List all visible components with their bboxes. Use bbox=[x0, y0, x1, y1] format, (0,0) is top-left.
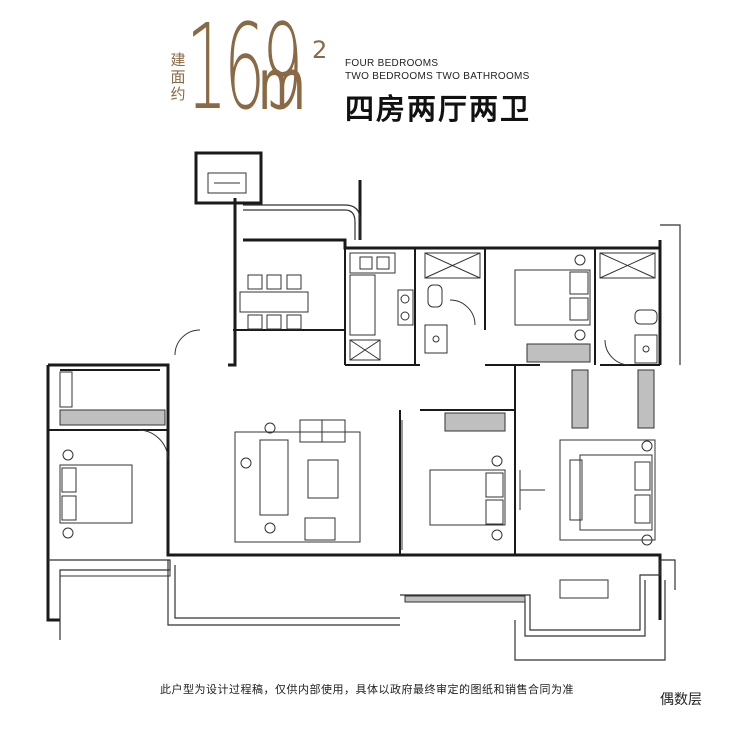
living-room bbox=[174, 329, 403, 550]
bedroom-west bbox=[59, 371, 169, 539]
bedroom-middle bbox=[429, 455, 545, 541]
layout-title: 四房两厅两卫 bbox=[345, 92, 532, 126]
bedroom-ne bbox=[514, 254, 591, 363]
disclaimer: 此户型为设计过程稿，仅供内部使用，具体以政府最终审定的图纸和销售合同为准 bbox=[160, 683, 574, 696]
bathroom-1 bbox=[424, 252, 481, 354]
master-bedroom bbox=[559, 439, 656, 546]
area-prefix: 建面约 bbox=[170, 51, 186, 103]
wardrobes bbox=[59, 369, 655, 432]
shaft bbox=[194, 151, 263, 205]
balcony-furniture bbox=[59, 569, 609, 603]
outer-walls bbox=[46, 151, 662, 622]
shaft-detail bbox=[207, 172, 247, 194]
kitchen bbox=[349, 252, 414, 361]
interior-walls bbox=[48, 248, 660, 555]
dining-table bbox=[239, 274, 309, 330]
wall-west-dining bbox=[228, 198, 237, 367]
english-subtitle-line1: FOUR BEDROOMS bbox=[345, 58, 439, 69]
area-unit: m bbox=[258, 44, 306, 126]
floor-label: 偶数层 bbox=[660, 692, 702, 708]
area-unit-superscript: 2 bbox=[312, 36, 328, 64]
bathroom-2 bbox=[599, 252, 658, 366]
english-subtitle-line2: TWO BEDROOMS TWO BATHROOMS bbox=[345, 71, 530, 82]
area-number: 169 bbox=[186, 0, 303, 136]
